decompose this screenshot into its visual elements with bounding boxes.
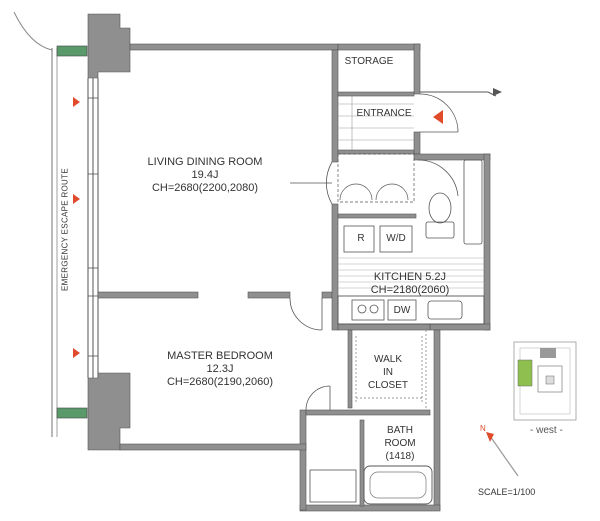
living-room-name: LIVING DINING ROOM xyxy=(147,156,263,168)
bath-room-label: BATH ROOM (1418) xyxy=(370,424,430,463)
dishwasher-box xyxy=(387,299,417,321)
escape-arrow-icon xyxy=(73,97,80,107)
bedroom-name: MASTER BEDROOM xyxy=(167,350,273,362)
living-room-ceiling: CH=2680(2200,2080) xyxy=(151,182,259,194)
living-room-label: LIVING DINING ROOM 19.4J CH=2680(2200,20… xyxy=(140,156,270,195)
walls xyxy=(87,13,491,512)
bedroom-label: MASTER BEDROOM 12.3J CH=2680(2190,2060) xyxy=(160,350,280,389)
storage-label: STORAGE xyxy=(344,56,394,67)
north-compass-icon xyxy=(486,432,519,477)
kitchen-hatch xyxy=(338,257,484,289)
entrance-hatch xyxy=(338,96,414,150)
entrance-arrow-icon xyxy=(433,110,443,124)
escape-arrow-icon xyxy=(73,194,80,204)
balcony-planter-top xyxy=(56,45,88,57)
stove-icon xyxy=(351,299,385,321)
bathtub-icon xyxy=(363,465,433,505)
shoe-cabinet xyxy=(337,153,415,203)
doors xyxy=(289,93,459,411)
kitchen-name: KITCHEN 5.2J xyxy=(373,271,447,283)
walkin-line2: IN xyxy=(383,367,393,378)
washer-dryer-label: W/D xyxy=(386,233,406,244)
closet-shelves xyxy=(355,330,427,408)
bath-line3: (1418) xyxy=(385,451,415,462)
bedroom-ceiling: CH=2680(2190,2060) xyxy=(166,376,274,388)
refrigerator-label: R xyxy=(357,233,365,244)
keyplan xyxy=(513,341,577,421)
toilet-icon xyxy=(425,159,483,245)
washbasin xyxy=(309,469,357,503)
refrigerator-box xyxy=(343,225,375,253)
bath-line1: BATH xyxy=(387,425,413,436)
balcony xyxy=(13,11,99,437)
walkin-line1: WALK xyxy=(374,354,402,365)
walkin-closet-label: WALK IN CLOSET xyxy=(358,353,418,392)
keyplan-unit-highlight xyxy=(517,359,533,387)
bedroom-area: 12.3J xyxy=(206,363,234,375)
entrance-label: ENTRANCE xyxy=(356,108,412,119)
kitchen-label: KITCHEN 5.2J CH=2180(2060) xyxy=(350,271,470,297)
living-room-area: 19.4J xyxy=(191,169,219,181)
compass-north-label: N xyxy=(480,424,486,433)
kitchen-ceiling: CH=2180(2060) xyxy=(370,284,450,296)
washer-dryer-box xyxy=(379,225,413,253)
keyplan-orientation: - west - xyxy=(530,425,563,436)
dishwasher-label: DW xyxy=(393,305,411,316)
escape-route-label: EMERGENCY ESCAPE ROUTE xyxy=(60,168,70,291)
walkin-line3: CLOSET xyxy=(367,380,408,391)
bath-line2: ROOM xyxy=(384,438,416,449)
kitchen-counter xyxy=(337,295,485,325)
escape-arrow-icon xyxy=(73,348,80,358)
scale-label: SCALE=1/100 xyxy=(478,487,536,497)
sink-icon xyxy=(427,300,463,320)
balcony-planter-bottom xyxy=(56,407,88,419)
